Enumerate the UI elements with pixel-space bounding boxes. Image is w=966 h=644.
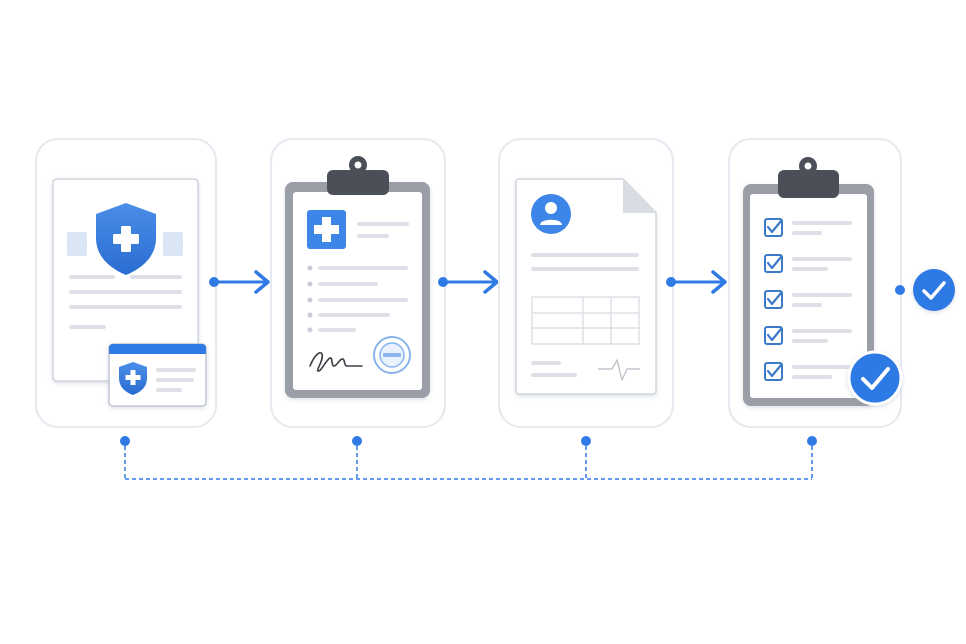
record-table xyxy=(531,296,640,345)
medical-cross-icon xyxy=(307,210,346,249)
step-2-card xyxy=(270,138,446,428)
side-tab-left xyxy=(67,232,87,256)
connector-dot xyxy=(895,285,905,295)
step-1-card xyxy=(35,138,217,428)
flow-arrow-2 xyxy=(438,270,499,294)
step-4-card xyxy=(728,138,903,428)
completed-check-badge-icon xyxy=(847,350,903,406)
checkbox-checked-icon xyxy=(764,326,783,345)
check-circle-icon xyxy=(913,269,955,311)
user-avatar-icon xyxy=(531,194,571,234)
step-3-card xyxy=(498,138,674,428)
signature-icon xyxy=(309,351,363,372)
approval-stamp-icon xyxy=(373,336,411,374)
clipboard-medical-form-icon xyxy=(285,156,430,398)
final-status xyxy=(895,269,955,311)
card-shield-icon xyxy=(119,362,147,395)
clipboard-clip xyxy=(327,156,389,195)
heartbeat-icon xyxy=(598,359,640,381)
flow-arrow-3 xyxy=(666,270,727,294)
insurance-card-shield-icon xyxy=(52,178,207,407)
checkbox-checked-icon xyxy=(764,290,783,309)
checklist-clipboard-icon xyxy=(743,157,903,406)
bottom-connector xyxy=(120,436,817,480)
checkbox-checked-icon xyxy=(764,254,783,273)
checklist-items xyxy=(764,218,852,381)
patient-record-document-icon xyxy=(515,178,657,395)
side-tab-right xyxy=(163,232,183,256)
flow-arrow-1 xyxy=(209,270,270,294)
checkbox-checked-icon xyxy=(764,218,783,237)
checkbox-checked-icon xyxy=(764,362,783,381)
clipboard-clip xyxy=(778,157,839,198)
shield-icon xyxy=(96,203,156,275)
insurance-card xyxy=(108,343,207,407)
